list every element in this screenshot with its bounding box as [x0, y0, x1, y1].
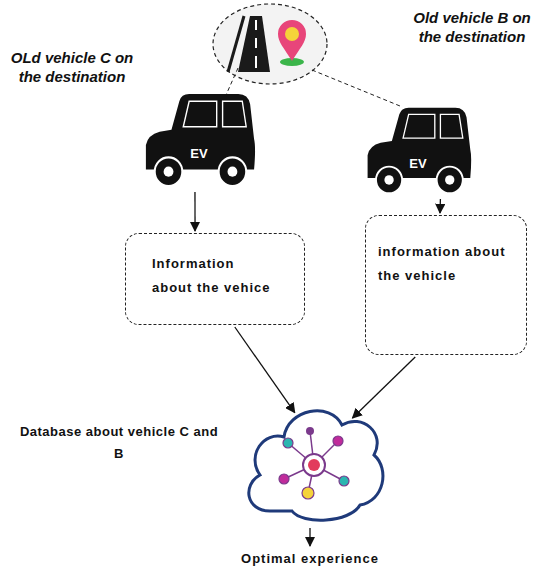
flow-arrow — [439, 199, 441, 213]
location-pin — [278, 20, 306, 66]
output-arrow — [309, 528, 310, 546]
vehicle-car: Old vehicle B on the destinationEV — [362, 102, 474, 197]
box-text: Information about the vehice — [126, 234, 304, 316]
car-shape — [362, 102, 474, 197]
dashed-leader — [312, 70, 400, 106]
database-cloud: Database about vehicle C and B — [240, 393, 388, 528]
info-box: information about the vehicle — [365, 215, 527, 355]
flow-arrow — [352, 357, 415, 418]
database-label: Database about vehicle C and B — [14, 421, 224, 465]
destination-bubble — [213, 4, 327, 84]
vehicle-heading: OLd vehicle C on the destination — [2, 48, 142, 86]
flow-arrow — [235, 327, 295, 413]
info-box: Information about the vehice — [125, 233, 305, 325]
cloud-shape — [240, 393, 388, 528]
box-text: information about the vehicle — [366, 216, 526, 304]
vehicle-car: OLd vehicle C on the destinationEV — [140, 88, 258, 190]
car-badge: EV — [362, 156, 474, 171]
vehicle-heading: Old vehicle B on the destination — [400, 8, 544, 46]
output-label: Optimal experience — [210, 551, 410, 566]
car-shape — [140, 88, 258, 190]
flow-arrow — [194, 192, 195, 231]
car-badge: EV — [140, 146, 258, 161]
road-icon — [228, 16, 270, 72]
